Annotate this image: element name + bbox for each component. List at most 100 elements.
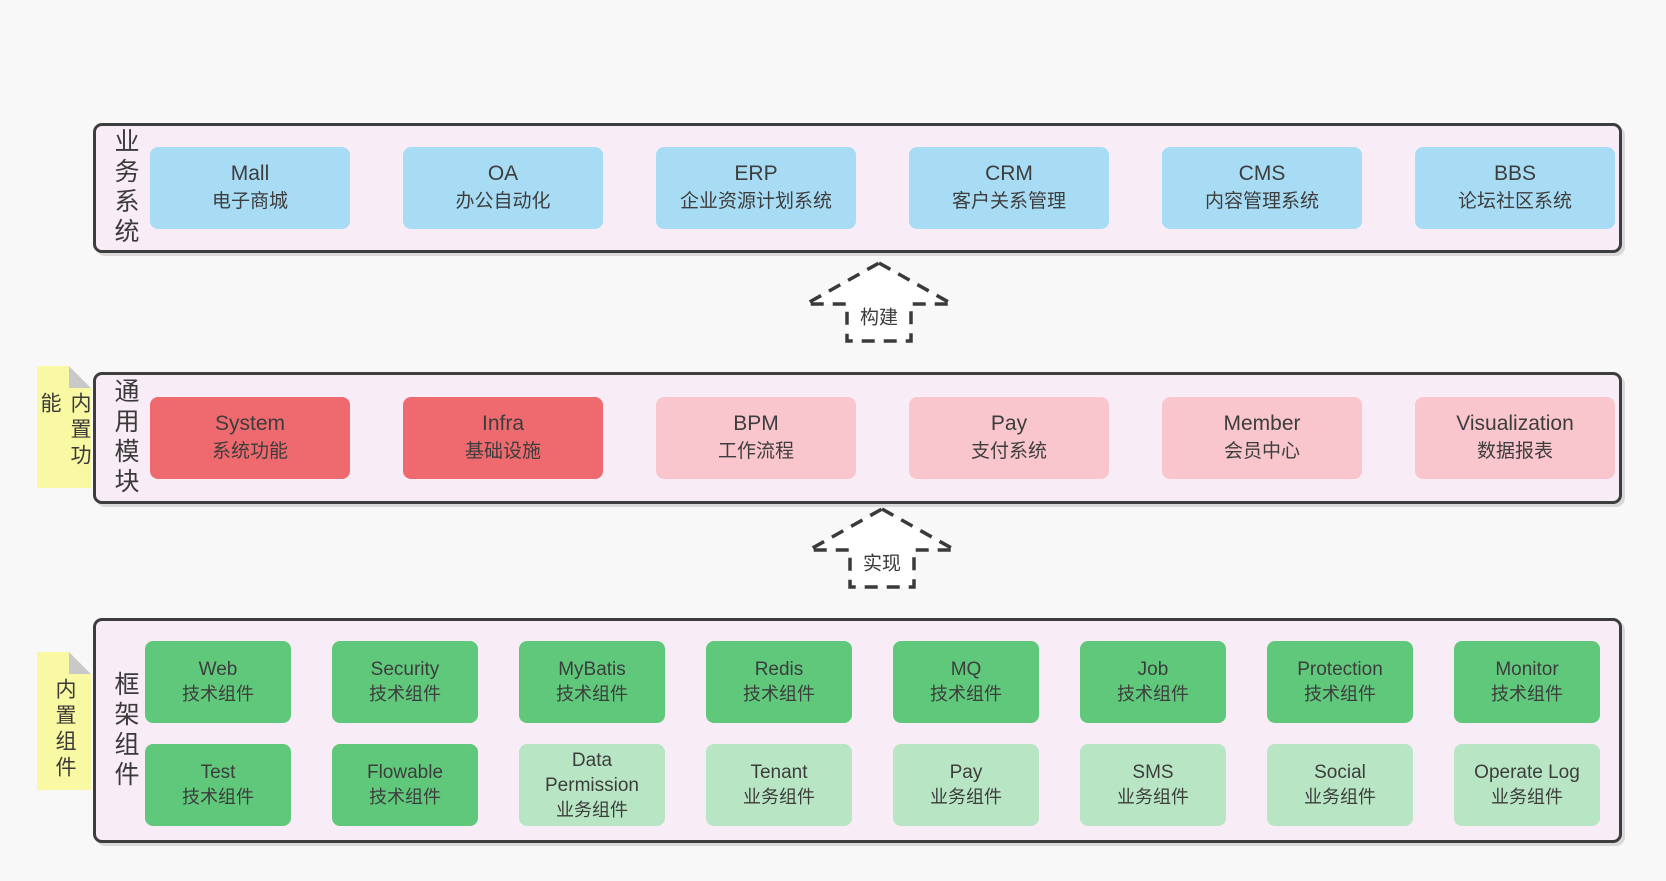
arrow-build-label: 构建 bbox=[856, 300, 902, 332]
system-box-desc: 企业资源计划系统 bbox=[679, 191, 832, 212]
component-box-desc: 业务组件 bbox=[556, 799, 628, 820]
component-box: Monitor 技术组件 bbox=[1454, 641, 1600, 723]
system-box-desc: 电子商城 bbox=[211, 191, 288, 212]
component-box-name: Tenant bbox=[750, 762, 808, 783]
band-framework-components: 框架组件 Web 技术组件 Security 技术组件 MyBatis bbox=[93, 618, 1622, 843]
sticky-note-built-in-components: 内置组件 bbox=[37, 652, 91, 790]
component-box-name: MyBatis bbox=[558, 659, 626, 680]
component-box: Job 技术组件 bbox=[1080, 641, 1226, 723]
module-box: Infra 基础设施 bbox=[403, 397, 603, 479]
component-box-name: MQ bbox=[950, 659, 982, 680]
module-box-desc: 支付系统 bbox=[970, 441, 1047, 462]
component-box-desc: 业务组件 bbox=[1304, 787, 1376, 807]
component-box: MQ 技术组件 bbox=[893, 641, 1039, 723]
component-box: Data Permission 业务组件 bbox=[519, 744, 665, 826]
component-box-name: Web bbox=[198, 659, 238, 680]
sticky-note-built-in-features: 内置功能 bbox=[37, 366, 91, 488]
component-box: MyBatis 技术组件 bbox=[519, 641, 665, 723]
system-box-name: CRM bbox=[985, 162, 1033, 185]
system-box: CMS 内容管理系统 bbox=[1162, 147, 1362, 229]
system-box-name: CMS bbox=[1238, 162, 1286, 185]
module-box: Visualization 数据报表 bbox=[1415, 397, 1615, 479]
framework-components-grid: Web 技术组件 Security 技术组件 MyBatis 技术组件 bbox=[145, 641, 1600, 826]
module-box-desc: 基础设施 bbox=[464, 441, 541, 462]
component-box-name: Data Permission bbox=[545, 749, 639, 796]
component-box: Operate Log 业务组件 bbox=[1454, 744, 1600, 826]
band-label-common-modules: 通用模块 bbox=[111, 378, 139, 498]
module-box-name: Visualization bbox=[1456, 412, 1574, 435]
band-business-systems: 业务系统 Mall 电子商城 OA 办公自动化 ERP 企业资源计划系统 bbox=[93, 123, 1622, 253]
band-label-business-systems: 业务系统 bbox=[111, 128, 139, 248]
component-box-desc: 技术组件 bbox=[556, 684, 628, 704]
component-box-name: Protection bbox=[1297, 659, 1383, 680]
system-box-desc: 内容管理系统 bbox=[1204, 191, 1319, 212]
components-row-2: Test 技术组件 Flowable 技术组件 Data Permission … bbox=[145, 744, 1600, 826]
component-box-name: SMS bbox=[1132, 762, 1174, 783]
business-systems-grid: Mall 电子商城 OA 办公自动化 ERP 企业资源计划系统 CRM 客户关系… bbox=[150, 126, 1615, 250]
components-row-1: Web 技术组件 Security 技术组件 MyBatis 技术组件 bbox=[145, 641, 1600, 723]
system-box-desc: 论坛社区系统 bbox=[1457, 191, 1572, 212]
module-box-desc: 工作流程 bbox=[717, 441, 794, 462]
component-box-name: Monitor bbox=[1495, 659, 1559, 680]
module-box-desc: 会员中心 bbox=[1223, 441, 1300, 462]
system-box-name: BBS bbox=[1493, 162, 1537, 185]
component-box-name: Test bbox=[200, 762, 236, 783]
component-box-desc: 业务组件 bbox=[1491, 787, 1563, 807]
component-box-name: Social bbox=[1314, 762, 1366, 783]
component-box: Redis 技术组件 bbox=[706, 641, 852, 723]
system-box-desc: 办公自动化 bbox=[455, 191, 551, 212]
system-box-name: Mall bbox=[230, 162, 270, 185]
component-box-name: Flowable bbox=[366, 762, 444, 783]
sticky-note-label: 内置功能 bbox=[38, 392, 91, 470]
module-box-name: BPM bbox=[733, 412, 779, 435]
module-box-name: System bbox=[214, 412, 285, 435]
system-box: Mall 电子商城 bbox=[150, 147, 350, 229]
band-label-framework-components: 框架组件 bbox=[111, 670, 139, 791]
module-box-desc: 数据报表 bbox=[1476, 441, 1553, 462]
system-box-name: ERP bbox=[734, 162, 778, 185]
component-box-name: Operate Log bbox=[1474, 762, 1580, 783]
component-box-name: Job bbox=[1137, 659, 1169, 680]
component-box: Tenant 业务组件 bbox=[706, 744, 852, 826]
component-box-desc: 技术组件 bbox=[930, 684, 1002, 704]
component-box: Social 业务组件 bbox=[1267, 744, 1413, 826]
arrow-implement-label: 实现 bbox=[859, 546, 905, 578]
component-box-desc: 业务组件 bbox=[930, 787, 1002, 807]
component-box: Protection 技术组件 bbox=[1267, 641, 1413, 723]
arrow-build: 构建 bbox=[803, 260, 955, 344]
component-box-desc: 技术组件 bbox=[182, 684, 254, 704]
component-box: Test 技术组件 bbox=[145, 744, 291, 826]
component-box-desc: 技术组件 bbox=[743, 684, 815, 704]
component-box-name: Redis bbox=[754, 659, 804, 680]
module-box: Member 会员中心 bbox=[1162, 397, 1362, 479]
component-box: Security 技术组件 bbox=[332, 641, 478, 723]
component-box-name: Security bbox=[370, 659, 440, 680]
system-box: ERP 企业资源计划系统 bbox=[656, 147, 856, 229]
module-box: System 系统功能 bbox=[150, 397, 350, 479]
component-box-desc: 技术组件 bbox=[369, 684, 441, 704]
sticky-note-label: 内置组件 bbox=[53, 678, 76, 782]
component-box: Pay 业务组件 bbox=[893, 744, 1039, 826]
module-box-name: Pay bbox=[990, 412, 1028, 435]
component-box-desc: 技术组件 bbox=[1304, 684, 1376, 704]
module-box-name: Member bbox=[1223, 412, 1301, 435]
component-box-desc: 技术组件 bbox=[369, 787, 441, 807]
common-modules-grid: System 系统功能 Infra 基础设施 BPM 工作流程 Pay 支付系统 bbox=[150, 375, 1615, 501]
system-box: BBS 论坛社区系统 bbox=[1415, 147, 1615, 229]
component-box-desc: 技术组件 bbox=[1491, 684, 1563, 704]
module-box: BPM 工作流程 bbox=[656, 397, 856, 479]
component-box-desc: 业务组件 bbox=[1117, 787, 1189, 807]
system-box-name: OA bbox=[487, 162, 519, 185]
component-box: Flowable 技术组件 bbox=[332, 744, 478, 826]
arrow-implement: 实现 bbox=[806, 506, 958, 590]
component-box-desc: 技术组件 bbox=[1117, 684, 1189, 704]
band-common-modules: 通用模块 System 系统功能 Infra 基础设施 BPM 工作流程 bbox=[93, 372, 1622, 504]
component-box: SMS 业务组件 bbox=[1080, 744, 1226, 826]
system-box: OA 办公自动化 bbox=[403, 147, 603, 229]
system-box-desc: 客户关系管理 bbox=[951, 191, 1066, 212]
module-box-name: Infra bbox=[481, 412, 525, 435]
component-box: Web 技术组件 bbox=[145, 641, 291, 723]
module-box-desc: 系统功能 bbox=[211, 441, 288, 462]
component-box-name: Pay bbox=[949, 762, 983, 783]
